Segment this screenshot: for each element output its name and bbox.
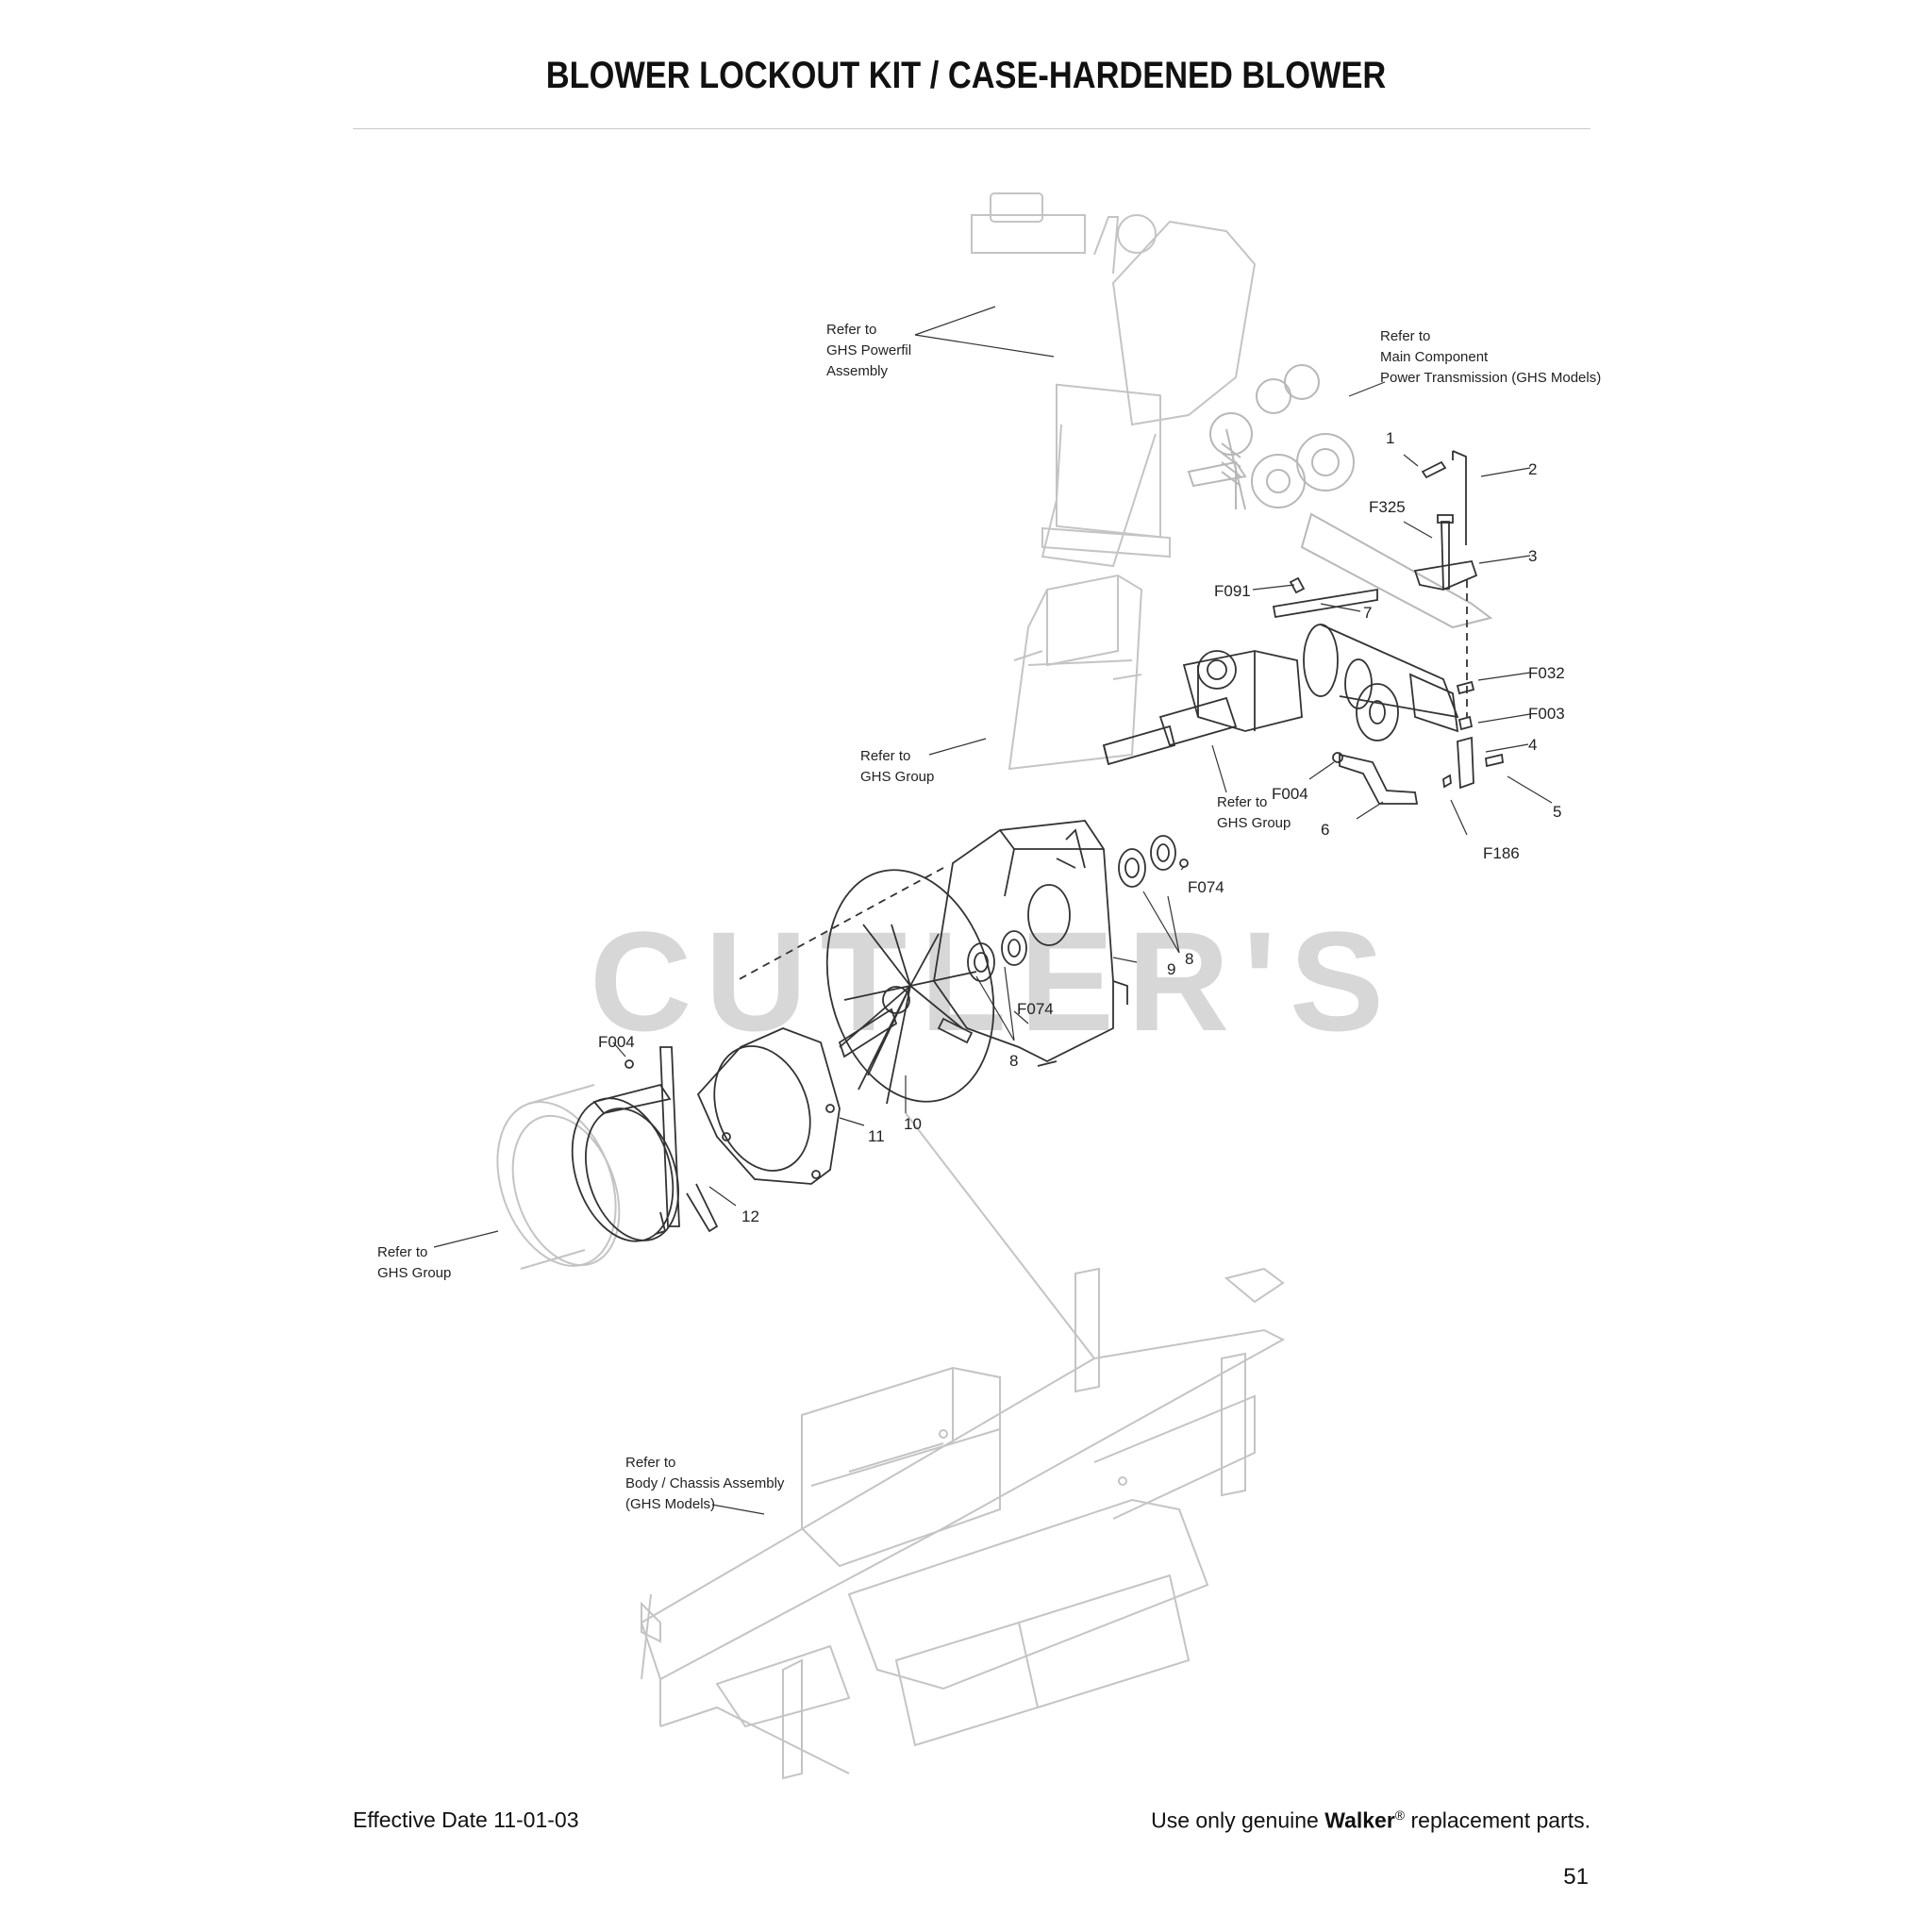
callout-F186: F186 [1483,844,1520,862]
page-number: 51 [1563,1864,1589,1890]
ghs-group-upper [1008,574,1143,771]
callout-F003: F003 [1528,705,1565,723]
callout-12: 12 [741,1208,759,1225]
brand-name: Walker [1324,1807,1395,1833]
ghs-powerfil-assembly [971,192,1257,568]
callout-F325: F325 [1369,498,1406,516]
ref-main-line1: Refer to [1380,328,1430,344]
ref-powerfil-line2: GHS Powerfil [826,342,911,358]
notice-prefix: Use only genuine [1151,1807,1325,1833]
ref-ghs-ring-line2: GHS Group [377,1265,451,1281]
callout-8-lower: 8 [1009,1052,1018,1070]
blower-impeller [825,869,995,1105]
page-title: BLOWER LOCKOUT KIT / CASE-HARDENED BLOWE… [545,55,1387,96]
callout-10: 10 [904,1115,922,1133]
lockout-linkage [1272,450,1504,805]
ghs-group-ring [496,1084,621,1270]
genuine-parts-notice: Use only genuine Walker® replacement par… [1151,1807,1591,1834]
ref-chassis-line3: (GHS Models) [625,1496,715,1512]
ref-ghs-upper-line2: GHS Group [860,769,934,785]
callout-2: 2 [1528,460,1537,478]
blower-housing-plate [696,1027,841,1185]
callout-F091: F091 [1214,582,1251,600]
ref-ghs-upper-line1: Refer to [860,748,910,764]
callout-5: 5 [1553,803,1561,821]
callout-7: 7 [1363,604,1372,622]
ref-ghs-ring-line1: Refer to [377,1244,427,1260]
ref-ghs-gearbox-line1: Refer to [1217,794,1267,810]
ref-main-line2: Main Component [1380,349,1489,365]
watermark: CUTLER'S [590,902,1397,1060]
callout-11: 11 [868,1127,885,1145]
reference-labels: Refer to GHS Powerfil Assembly Refer to … [377,322,1601,1512]
leader-lines [433,306,1553,1515]
callout-9: 9 [1167,960,1175,978]
ref-powerfil-line1: Refer to [826,322,876,338]
callout-F004-linkage: F004 [1272,785,1308,803]
ref-main-line3: Power Transmission (GHS Models) [1380,370,1601,386]
callout-6: 6 [1321,821,1329,839]
title-rule [353,128,1591,129]
callout-1: 1 [1386,429,1394,447]
callout-3: 3 [1528,547,1537,565]
notice-suffix: replacement parts. [1405,1807,1591,1833]
callout-F032: F032 [1528,664,1565,682]
part-callouts: 1 2 F325 3 F091 7 F032 F003 4 F004 5 6 F… [598,429,1565,1225]
body-chassis-assembly [640,1112,1286,1780]
callout-4: 4 [1528,736,1537,754]
registered-mark: ® [1394,1807,1406,1823]
callout-8-upper: 8 [1185,950,1193,968]
callout-F074-lower: F074 [1017,1000,1054,1018]
gearbox-and-pulleys [1102,624,1459,766]
ref-chassis-line1: Refer to [625,1455,675,1471]
discharge-ring-bracket [571,1046,719,1242]
blower-housing [735,820,1189,1067]
ref-powerfil-line3: Assembly [826,363,889,379]
callout-F074-upper: F074 [1188,878,1224,896]
ref-ghs-gearbox-line2: GHS Group [1217,815,1291,831]
callout-F004-housing: F004 [598,1033,635,1051]
effective-date: Effective Date 11-01-03 [353,1807,579,1832]
ref-chassis-line2: Body / Chassis Assembly [625,1475,785,1491]
